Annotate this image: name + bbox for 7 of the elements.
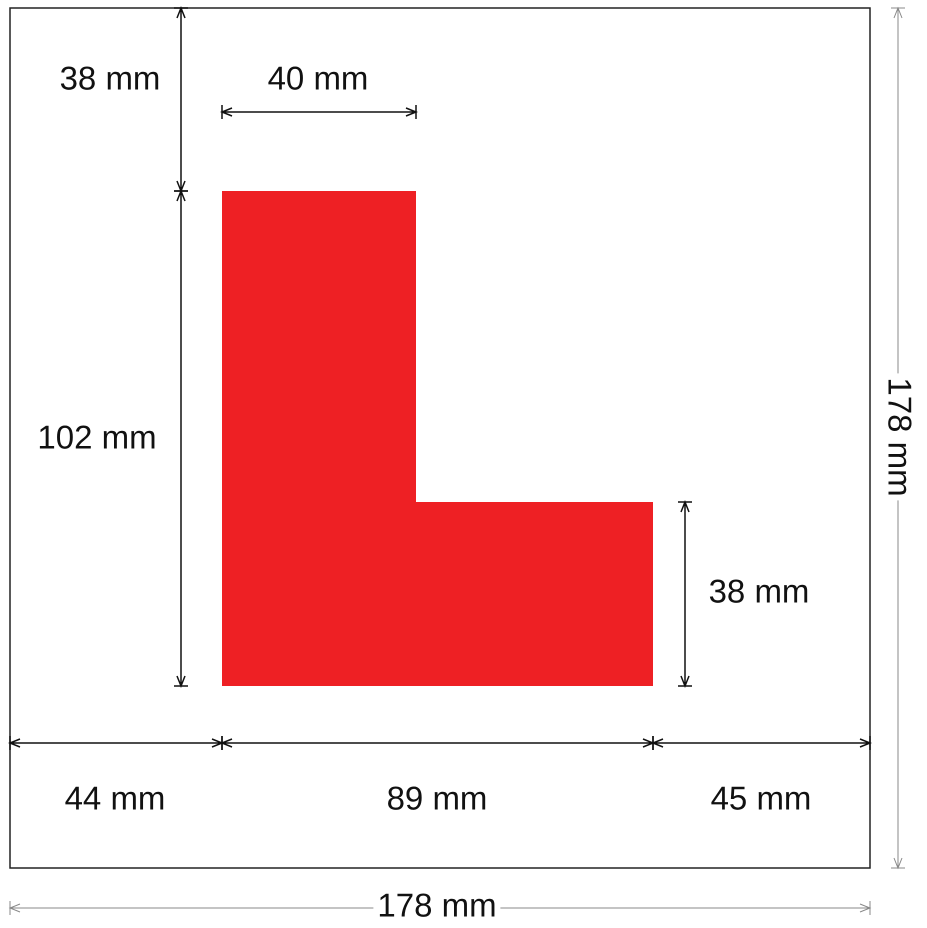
- dimension-label: 44 mm: [64, 780, 166, 816]
- dimension-label: 40 mm: [266, 60, 370, 96]
- dimension-label: 45 mm: [710, 780, 812, 816]
- dimension-label: 89 mm: [386, 780, 488, 816]
- dimension-label: 38 mm: [708, 572, 810, 610]
- dimension-label: 38 mm: [58, 60, 162, 96]
- dimension-label: 102 mm: [36, 418, 158, 456]
